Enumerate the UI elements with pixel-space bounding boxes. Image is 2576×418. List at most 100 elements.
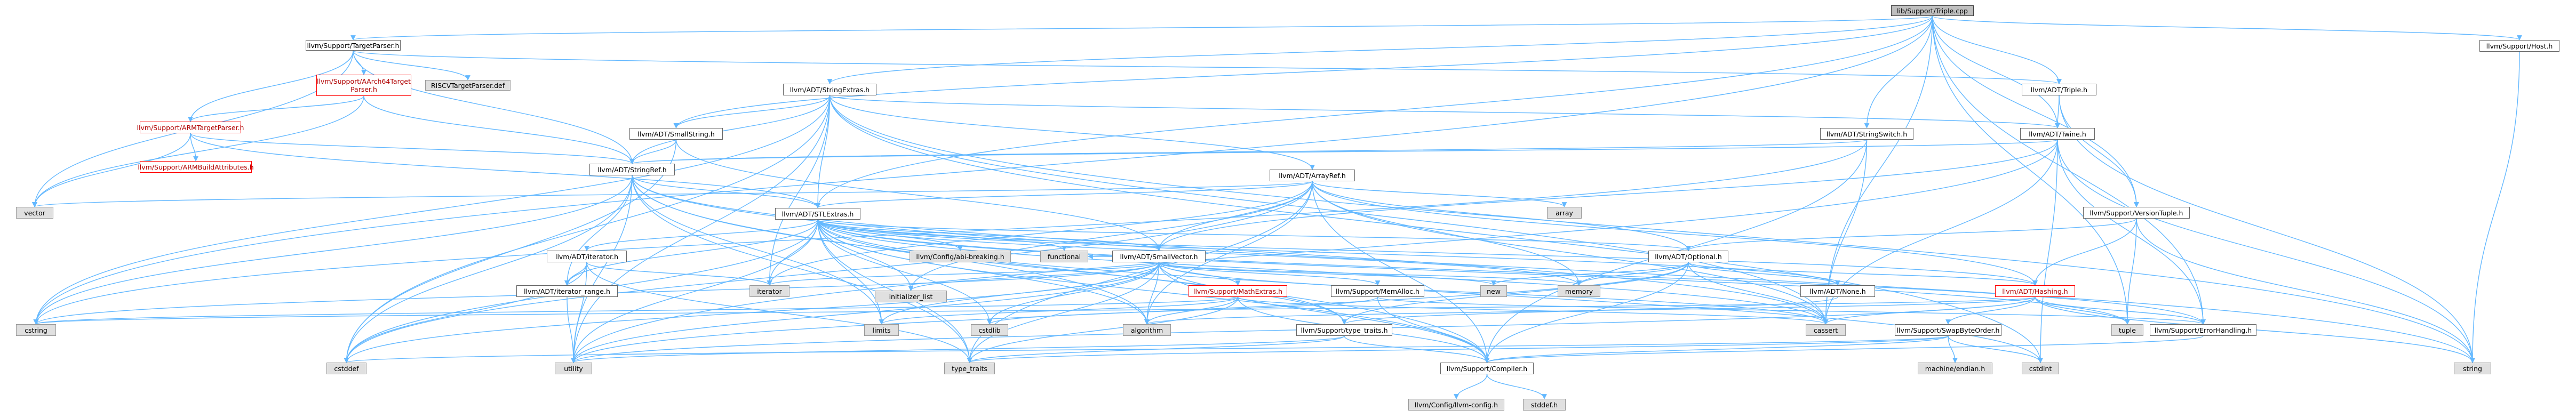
node-cstdint[interactable]: cstdint (2022, 363, 2059, 374)
edge-twine-to-smallvector (1156, 139, 2058, 251)
edge-stringswitch-to-cstring (33, 139, 1868, 325)
node-vector[interactable]: vector (16, 207, 53, 219)
node-abi-breaking-h[interactable]: llvm/Config/abi-breaking.h (910, 251, 1011, 262)
node-std-type-traits[interactable]: type_traits (944, 363, 995, 374)
edge-memalloc-to-errhandling (1377, 296, 2206, 325)
node-triple-h[interactable]: llvm/ADT/Triple.h (2022, 84, 2096, 95)
edge-root-to-cstring (33, 15, 1933, 325)
node-adt-iterator-h[interactable]: llvm/ADT/iterator.h (547, 251, 627, 262)
node-cstdlib[interactable]: cstdlib (971, 324, 1008, 336)
edge-triple-to-string (2059, 95, 2475, 363)
node-utility[interactable]: utility (555, 363, 592, 374)
node-stddef-h[interactable]: stddef.h (1523, 399, 1566, 411)
edge-stringextras-to-cstring (33, 95, 831, 325)
edge-versiontuple-to-optional (1686, 218, 2137, 251)
node-llvm-config-h[interactable]: llvm/Config/llvm-config.h (1408, 399, 1504, 411)
node-cassert[interactable]: cassert (1806, 324, 1846, 336)
edge-compiler-to-stddef_h (1486, 374, 1547, 399)
node-twine-h[interactable]: llvm/ADT/Twine.h (2020, 128, 2095, 140)
node-cstring[interactable]: cstring (16, 324, 56, 336)
node-iterator[interactable]: iterator (749, 285, 789, 297)
edge-mathextras-to-limits (879, 296, 1239, 325)
edge-smallvector-to-memory (1158, 262, 1582, 286)
edge-hashing-to-cstring (34, 296, 2036, 325)
node-machine-endian-h[interactable]: machine/endian.h (1918, 363, 1992, 374)
node-tuple[interactable]: tuple (2111, 324, 2143, 336)
node-string[interactable]: string (2454, 363, 2491, 374)
node-cstddef[interactable]: cstddef (326, 363, 366, 374)
edge-stlextras-to-errhandling (817, 219, 2206, 325)
node-algorithm[interactable]: algorithm (1123, 324, 1171, 336)
node-swapbyteorder-h[interactable]: llvm/Support/SwapByteOrder.h (1895, 324, 2001, 336)
edge-stringextras-to-twine (829, 95, 2060, 128)
edge-root-to-twine (1932, 15, 2060, 128)
edge-arrayref-to-algorithm (1144, 181, 1313, 325)
edge-smallvector-to-iterator (767, 262, 1160, 286)
node-aarch64-targetparser-h[interactable]: llvm/Support/AArch64Target Parser.h (316, 75, 411, 96)
node-compiler-h[interactable]: llvm/Support/Compiler.h (1440, 363, 1534, 374)
edge-root-to-cassert (1823, 15, 1933, 325)
node-memalloc-h[interactable]: llvm/Support/MemAlloc.h (1331, 285, 1424, 297)
edge-stringref-to-string (632, 175, 2475, 363)
edge-smallvector-to-memalloc (1158, 262, 1381, 286)
edge-versiontuple-to-hashing (2032, 218, 2137, 286)
edge-smallvector-to-initlist (908, 262, 1160, 291)
node-arrayref-h[interactable]: llvm/ADT/ArrayRef.h (1270, 170, 1355, 181)
node-stlextras-h[interactable]: llvm/ADT/STLExtras.h (775, 208, 860, 220)
edge-stlextras-to-algorithm (817, 219, 1150, 325)
edge-compiler-to-llvmconfig (1454, 374, 1488, 399)
node-riscv-targetparser-def[interactable]: RISCVTargetParser.def (425, 80, 511, 91)
edge-optional-to-hashing (1688, 262, 2038, 286)
node-errorhandling-h[interactable]: llvm/Support/ErrorHandling.h (2150, 324, 2256, 336)
edge-stringref-to-iterrange (564, 175, 633, 286)
node-support-type-traits-h[interactable]: llvm/Support/type_traits.h (1296, 324, 1392, 336)
edge-errhandling-to-compiler (1485, 335, 2204, 363)
edge-stringextras-to-cassert (829, 95, 1829, 325)
node-none-h[interactable]: llvm/ADT/None.h (1800, 285, 1875, 297)
edge-stringref-to-algorithm (632, 175, 1150, 325)
node-iterator-range-h[interactable]: llvm/ADT/iterator_range.h (516, 285, 618, 297)
edge-memalloc-to-compiler (1377, 296, 1490, 363)
node-new[interactable]: new (1480, 285, 1507, 297)
edge-arrayref-to-initlist (908, 181, 1313, 291)
edge-twine-to-cstdint (2038, 139, 2058, 363)
edge-stlextras-to-adtiterator (584, 219, 818, 251)
edge-typetraits-to-compiler (1344, 335, 1490, 363)
node-array[interactable]: array (1547, 207, 1582, 219)
node-optional-h[interactable]: llvm/ADT/Optional.h (1648, 251, 1728, 262)
node-stringref-h[interactable]: llvm/ADT/StringRef.h (589, 164, 675, 175)
node-hashing-h[interactable]: llvm/ADT/Hashing.h (1995, 285, 2075, 297)
edge-stlextras-to-utility (571, 219, 818, 363)
node-initializer-list[interactable]: initializer_list (875, 291, 947, 302)
edge-optional-to-memory (1576, 262, 1689, 286)
edge-smallstring-to-cstddef (344, 139, 677, 363)
edge-stringref-to-cstddef (344, 175, 633, 363)
edge-stlextras-to-adtnone (817, 219, 1840, 286)
node-targetparser-h[interactable]: llvm/Support/TargetParser.h (306, 40, 401, 51)
edge-stlextras-to-cstdlib (817, 219, 992, 325)
edge-smallvector-to-algorithm (1144, 262, 1160, 325)
edge-stringref-to-cstring (33, 175, 633, 325)
node-smallstring-h[interactable]: llvm/ADT/SmallString.h (629, 128, 723, 140)
edge-stringref-to-stlextras (632, 175, 820, 208)
node-host-h[interactable]: llvm/Support/Host.h (2479, 40, 2559, 52)
node-versiontuple-h[interactable]: llvm/Support/VersionTuple.h (2083, 207, 2190, 219)
edge-stringextras-to-stringref (629, 95, 831, 164)
node-stringextras-h[interactable]: llvm/ADT/StringExtras.h (783, 84, 876, 95)
edge-arrayref-to-compiler (1312, 181, 1490, 363)
node-memory[interactable]: memory (1558, 285, 1600, 297)
edge-memalloc-to-cstdlib (987, 296, 1378, 325)
node-triple-cpp[interactable]: lib/Support/Triple.cpp (1891, 5, 1974, 16)
edge-stringref-to-utility (571, 175, 633, 363)
edge-targetparser-to-stringref (353, 50, 635, 164)
node-limits[interactable]: limits (864, 324, 899, 336)
edge-optional-to-typetraits (1342, 262, 1689, 325)
node-armbuildattributes-h[interactable]: llvm/Support/ARMBuildAttributes.h (138, 161, 254, 173)
edge-optional-to-cassert (1688, 262, 1829, 325)
edge-root-to-stlextras (815, 15, 1933, 208)
node-mathextras-h[interactable]: llvm/Support/MathExtras.h (1189, 285, 1287, 297)
node-smallvector-h[interactable]: llvm/ADT/SmallVector.h (1112, 251, 1206, 262)
node-armtargetparser-h[interactable]: llvm/Support/ARMTargetParser.h (137, 122, 244, 133)
node-stringswitch-h[interactable]: llvm/ADT/StringSwitch.h (1820, 128, 1913, 140)
node-functional[interactable]: functional (1040, 251, 1088, 262)
